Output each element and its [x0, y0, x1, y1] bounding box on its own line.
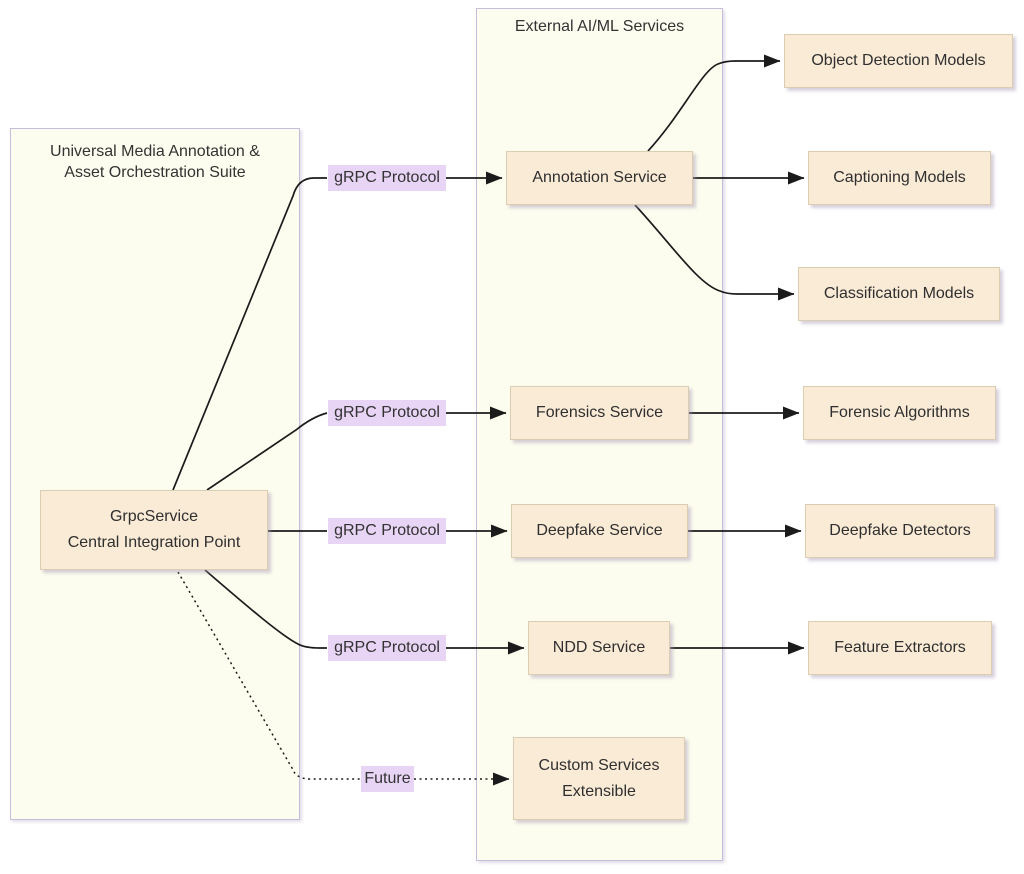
- node-deepfake-service: Deepfake Service: [511, 504, 688, 558]
- container-suite: Universal Media Annotation & Asset Orche…: [10, 128, 300, 820]
- node-annotation-service: Annotation Service: [506, 151, 693, 205]
- node-captioning-models: Captioning Models: [808, 151, 991, 205]
- node-classification-models: Classification Models: [798, 267, 1000, 321]
- node-custom-services: Custom Services Extensible: [513, 737, 685, 820]
- node-grpc-service: GrpcService Central Integration Point: [40, 490, 268, 570]
- node-ndd-service: NDD Service: [528, 621, 670, 675]
- grpc-service-title: GrpcService: [109, 508, 199, 525]
- node-object-detection-models: Object Detection Models: [784, 34, 1013, 88]
- node-deepfake-detectors: Deepfake Detectors: [805, 504, 995, 558]
- external-services-title: External AI/ML Services: [514, 18, 685, 35]
- edge-label-grpc-protocol-3: gRPC Protocol: [328, 518, 446, 544]
- node-feature-extractors: Feature Extractors: [808, 621, 992, 675]
- edge-label-grpc-protocol-2: gRPC Protocol: [328, 400, 446, 426]
- custom-services-subtitle: Extensible: [562, 782, 636, 800]
- edge-label-grpc-protocol-4: gRPC Protocol: [328, 635, 446, 661]
- edge-label-grpc-protocol-1: gRPC Protocol: [328, 165, 446, 191]
- edge-label-future: Future: [361, 766, 414, 792]
- suite-title: Universal Media Annotation & Asset Orche…: [50, 143, 260, 181]
- node-forensic-algorithms: Forensic Algorithms: [803, 386, 996, 440]
- node-forensics-service: Forensics Service: [510, 386, 689, 440]
- custom-services-title: Custom Services: [538, 756, 660, 774]
- grpc-service-subtitle: Central Integration Point: [67, 534, 241, 551]
